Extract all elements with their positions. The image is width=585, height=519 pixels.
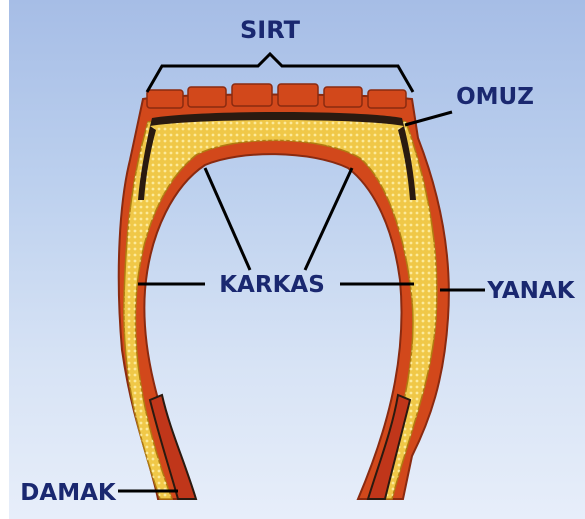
- damak-label: DAMAK: [20, 480, 117, 506]
- karkas-label: KARKAS: [219, 272, 325, 298]
- sirt-label: SIRT: [240, 16, 301, 44]
- yanak-label: YANAK: [486, 278, 575, 304]
- karkas-leader-2: [305, 168, 352, 270]
- karkas-leader-1: [205, 168, 250, 270]
- omuz-label: OMUZ: [456, 84, 534, 110]
